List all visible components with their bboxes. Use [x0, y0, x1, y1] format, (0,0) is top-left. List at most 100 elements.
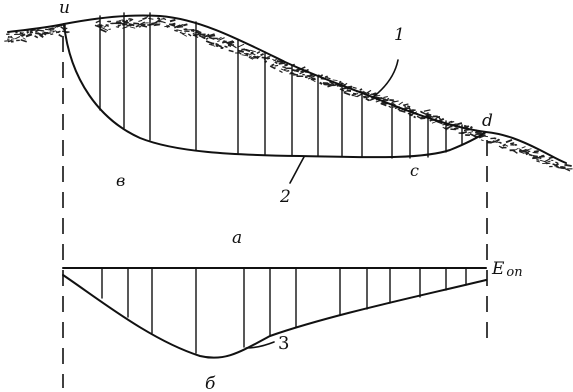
ground-hatch-stroke	[274, 61, 278, 65]
ground-hatch-stroke	[438, 117, 442, 120]
ground-hatch-stroke	[135, 24, 140, 28]
ground-hatch-stroke	[326, 77, 331, 80]
ground-hatch-stroke	[10, 38, 15, 40]
ground-hatch-stroke	[218, 44, 222, 48]
ground-hatch-stroke	[406, 105, 411, 108]
ground-hatch-stroke	[420, 110, 427, 116]
ground-hatch-stroke	[20, 39, 27, 43]
ground-hatch-stroke	[122, 23, 128, 26]
ground-hatch-stroke	[307, 76, 313, 80]
ground-hatch-stroke	[423, 109, 431, 112]
ground-hatch-stroke	[29, 31, 34, 34]
point-a-label: u	[59, 0, 70, 18]
ground-hatch-stroke	[218, 37, 225, 41]
ground-hatch-stroke	[37, 29, 45, 32]
slip-surface-line	[63, 23, 487, 159]
ground-hatch-stroke	[362, 90, 367, 94]
ground-hatch-stroke	[103, 23, 109, 28]
ground-hatch-stroke	[122, 26, 128, 29]
ground-hatch-stroke	[250, 51, 254, 55]
ground-hatch-stroke	[49, 29, 55, 32]
ground-hatch-stroke	[332, 79, 338, 81]
ground-hatch-stroke	[324, 75, 329, 79]
ground-hatch-stroke	[536, 160, 540, 163]
ground-hatch-stroke	[58, 33, 63, 38]
ground-hatch-stroke	[176, 25, 184, 29]
ground-hatch-stroke	[356, 93, 362, 98]
ground-hatch-stroke	[187, 33, 192, 37]
ground-hatch-stroke	[241, 54, 249, 57]
end-label-main: E	[491, 259, 505, 279]
callout-1-label: 1	[394, 25, 405, 45]
ground-hatch-stroke	[260, 53, 264, 57]
caption-a: a	[232, 228, 242, 248]
ground-hatch-stroke	[174, 29, 178, 32]
callout-3-leader	[245, 341, 275, 349]
ground-hatch-stroke	[101, 27, 109, 32]
ground-hatch-stroke	[208, 34, 216, 38]
ground-hatch-stroke	[179, 31, 184, 35]
ground-hatch-stroke	[567, 164, 572, 167]
callout-1-leader	[371, 59, 399, 99]
ground-hatch-stroke	[359, 88, 363, 91]
callout-2-leader	[289, 156, 305, 184]
ground-hatch-stroke	[99, 28, 107, 33]
ground-hatch-stroke	[115, 26, 119, 28]
ground-hatch-stroke	[41, 32, 47, 36]
ground-hatch-stroke	[19, 32, 24, 35]
ground-hatch-stroke	[496, 138, 501, 142]
pressure-curve	[62, 274, 487, 359]
ground-hatch-stroke	[138, 25, 142, 28]
ground-hatch-stroke	[519, 151, 525, 155]
lower-slice-lines	[101, 267, 467, 354]
ground-hatch-stroke	[181, 33, 188, 37]
ground-hatch-stroke	[398, 101, 404, 106]
ground-hatch-stroke	[7, 36, 13, 39]
ground-hatch-stroke	[352, 94, 358, 98]
ground-hatch-stroke	[343, 91, 351, 96]
ground-hatch-stroke	[34, 35, 39, 39]
ground-hatch-stroke	[226, 40, 234, 44]
ground-hatch-stroke	[463, 124, 467, 128]
ground-hatch-stroke	[231, 44, 235, 47]
ground-hatch-stroke	[184, 28, 188, 31]
ground-hatch-stroke	[369, 97, 375, 102]
ground-hatch-stroke	[500, 146, 504, 149]
ground-hatch-stroke	[467, 131, 474, 134]
ground-hatch-stroke	[228, 44, 232, 48]
ground-hatch-stroke	[215, 44, 219, 48]
ground-hatch-stroke	[161, 20, 166, 24]
ground-hatch-stroke	[327, 83, 335, 88]
ground-hatch-stroke	[398, 109, 406, 113]
ground-hatch-stroke	[469, 125, 473, 129]
ground-hatch-stroke	[183, 32, 187, 35]
ground-hatch-stroke	[206, 40, 209, 43]
caption-b: б	[205, 374, 216, 392]
ground-hatch-stroke	[271, 63, 275, 67]
ground-hatch-stroke	[546, 162, 551, 165]
ground-hatch-stroke	[43, 31, 51, 34]
ground-hatch-stroke	[469, 132, 477, 138]
ground-hatch-stroke	[246, 52, 252, 56]
ground-hatch-stroke	[363, 95, 370, 99]
ground-hatch-stroke	[555, 161, 559, 164]
ground-hatch-stroke	[25, 33, 33, 38]
ground-hatch-stroke	[521, 146, 526, 149]
ground-hatch-stroke	[336, 84, 342, 88]
ground-hatch-stroke	[249, 49, 256, 53]
ground-hatch-stroke	[47, 27, 55, 31]
ground-hatch-stroke	[39, 34, 44, 38]
upper-figure: u в c d 1 2 a	[4, 0, 573, 248]
point-d-label: d	[482, 111, 493, 131]
ground-hatch-stroke	[533, 150, 539, 153]
ground-hatch-stroke	[227, 40, 235, 46]
ground-hatch-stroke	[498, 141, 502, 145]
ground-hatch-stroke	[278, 70, 283, 74]
ground-hatch-stroke	[256, 50, 261, 55]
ground-hatch-stroke	[365, 89, 372, 95]
ground-hatch-stroke	[563, 167, 571, 172]
ground-hatch-stroke	[117, 24, 120, 27]
ground-hatch-stroke	[372, 92, 377, 96]
ground-hatch-stroke	[461, 130, 468, 135]
